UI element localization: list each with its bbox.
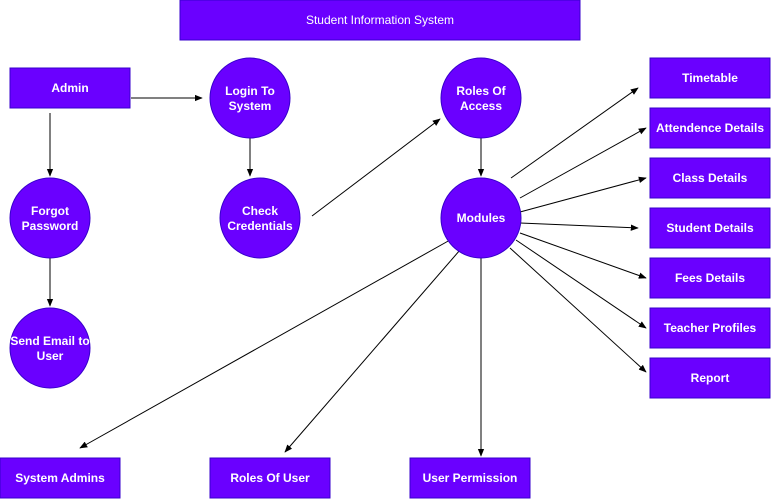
check-label-line2: Credentials <box>227 219 293 233</box>
node-system-admins[interactable]: System Admins <box>0 457 121 499</box>
forgot-label-line1: Forgot <box>31 204 69 218</box>
node-user-permission[interactable]: User Permission <box>409 457 531 499</box>
title-box: Student Information System <box>179 0 581 41</box>
node-timetable[interactable]: Timetable <box>649 57 771 99</box>
modules-label: Modules <box>457 211 506 225</box>
login-label-line1: Login To <box>225 84 275 98</box>
node-class-details[interactable]: Class Details <box>649 157 771 199</box>
send-email-label-line2: User <box>37 349 64 363</box>
teacher-profiles-label: Teacher Profiles <box>664 321 757 335</box>
node-report[interactable]: Report <box>649 357 771 399</box>
title-label: Student Information System <box>306 13 454 27</box>
roles-access-label-line2: Access <box>460 99 502 113</box>
node-roles-of-user[interactable]: Roles Of User <box>209 457 331 499</box>
edge-modules-timetable <box>510 87 639 179</box>
edges <box>46 87 647 457</box>
check-label-line1: Check <box>242 204 278 218</box>
student-details-label: Student Details <box>666 221 754 235</box>
node-send-email[interactable]: Send Email to User <box>9 307 91 389</box>
timetable-label: Timetable <box>682 71 738 85</box>
edge-modules-fees <box>519 232 647 279</box>
edge-modules-teacher <box>515 239 647 329</box>
node-check-credentials[interactable]: Check Credentials <box>219 177 301 259</box>
node-admin[interactable]: Admin <box>9 67 131 109</box>
user-permission-label: User Permission <box>423 471 518 485</box>
edge-modules-roles-user <box>284 249 461 453</box>
send-email-label-line1: Send Email to <box>10 334 89 348</box>
node-fees-details[interactable]: Fees Details <box>649 257 771 299</box>
class-details-label: Class Details <box>673 171 748 185</box>
node-student-details[interactable]: Student Details <box>649 207 771 249</box>
edge-modules-report <box>509 247 647 373</box>
roles-access-label-line1: Roles Of <box>456 84 506 98</box>
edge-modules-class <box>519 176 647 213</box>
forgot-label-line2: Password <box>22 219 79 233</box>
node-forgot-password[interactable]: Forgot Password <box>9 177 91 259</box>
node-modules[interactable]: Modules <box>440 177 522 259</box>
node-login-to-system[interactable]: Login To System <box>209 57 291 139</box>
edge-modules-system-admins <box>79 239 451 449</box>
fees-details-label: Fees Details <box>675 271 745 285</box>
admin-label: Admin <box>51 81 88 95</box>
edge-modules-student <box>519 222 639 231</box>
edge-modules-attendance <box>519 127 647 199</box>
login-label-line2: System <box>229 99 272 113</box>
edge-check-roles <box>311 118 441 217</box>
node-roles-of-access[interactable]: Roles Of Access <box>440 57 522 139</box>
node-attendance-details[interactable]: Attendence Details <box>649 107 771 149</box>
system-admins-label: System Admins <box>15 471 105 485</box>
roles-user-label: Roles Of User <box>230 471 310 485</box>
node-teacher-profiles[interactable]: Teacher Profiles <box>649 307 771 349</box>
report-label: Report <box>691 371 730 385</box>
attendance-label: Attendence Details <box>656 121 764 135</box>
